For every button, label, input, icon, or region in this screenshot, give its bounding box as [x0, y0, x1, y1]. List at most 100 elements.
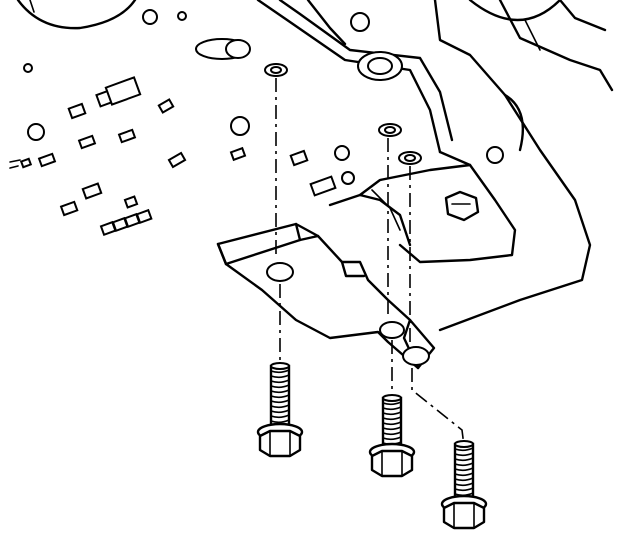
case-bolt-hole-2-inner: [384, 126, 396, 134]
case-top-curve: [16, 0, 137, 30]
bolt-thread: [382, 416, 402, 421]
bracket-edge-left: [216, 242, 228, 266]
case-rim: [256, 0, 442, 154]
bolt-thread: [270, 374, 290, 379]
bolt-thread: [270, 404, 290, 409]
case-web: [503, 93, 524, 152]
case-boss-inner: [367, 57, 393, 75]
bolt-tip: [454, 440, 474, 448]
bolt-thread: [270, 369, 290, 374]
bolt-thread: [382, 426, 402, 431]
bolt-thread: [270, 379, 290, 384]
bolt-tip: [270, 362, 290, 370]
case-pocket-top: [358, 163, 472, 197]
hex-boss: [444, 190, 480, 222]
bracket-step: [340, 260, 366, 278]
bracket-hole-3: [402, 346, 430, 366]
bolt-thread: [270, 389, 290, 394]
bolt-thread: [382, 411, 402, 416]
case-hole-tiny: [177, 11, 187, 21]
case-top-lip: [468, 0, 562, 22]
bolt-thread: [270, 419, 290, 424]
mounting-bracket: [216, 222, 436, 370]
hole-b: [27, 123, 45, 141]
alignment-line-3-lower: [411, 368, 465, 447]
rect-hole-13: [81, 182, 103, 200]
case-outer-wall: [433, 0, 592, 332]
edge-ticks: [9, 159, 21, 169]
case-right-edge: [498, 0, 614, 92]
case-bore-2: [486, 146, 504, 164]
bolt-thread: [454, 477, 474, 482]
bolt-thread: [382, 401, 402, 406]
bolt-right: [440, 440, 488, 530]
bolt-left: [256, 362, 304, 458]
case-hole-small: [142, 9, 158, 25]
rect-hole-3: [67, 102, 87, 120]
hole-a: [23, 63, 33, 73]
rect-hole-4: [157, 98, 175, 114]
bolt-hex-edges: [269, 430, 291, 457]
alignment-lines: [275, 78, 465, 447]
rect-hole-5: [77, 134, 97, 150]
bolt-thread: [382, 421, 402, 426]
bolt-thread: [454, 482, 474, 487]
bolt-hex-edges: [453, 502, 475, 529]
case-pocket: [398, 150, 517, 264]
hole-c: [230, 116, 250, 136]
bolt-thread: [382, 431, 402, 436]
bolt-thread: [454, 487, 474, 492]
bolt-thread: [454, 467, 474, 472]
case-bolt-hole-1-inner: [270, 66, 282, 74]
rect-hole-10: [229, 146, 247, 162]
bolts: [256, 362, 488, 530]
slot-oval-end: [225, 39, 251, 59]
rect-hole-7: [37, 152, 57, 168]
bolt-hex-edges: [381, 450, 403, 477]
case-tick: [29, 0, 35, 13]
bolt-thread: [270, 394, 290, 399]
bolt-thread: [382, 436, 402, 441]
case-bolt-hole-3-inner: [404, 154, 416, 162]
bolt-thread: [270, 384, 290, 389]
case-pocket-step: [371, 189, 401, 231]
bolt-shank: [453, 442, 475, 502]
bolt-thread: [454, 452, 474, 457]
rect-hole-6: [117, 128, 137, 144]
case-bore-1: [350, 12, 370, 32]
bracket-hole-2: [379, 321, 405, 339]
bolt-thread: [270, 399, 290, 404]
bolt-hex-head: [370, 449, 414, 478]
bolt-thread: [454, 447, 474, 452]
hole-d: [334, 145, 350, 161]
rect-hole-2: [104, 76, 142, 106]
case-bolt-holes: [264, 63, 422, 165]
bolt-tip: [382, 394, 402, 402]
case-rib: [306, 0, 347, 46]
rect-hole-9: [167, 151, 187, 169]
bolt-thread: [454, 472, 474, 477]
bolt-thread: [270, 409, 290, 414]
hole-e: [341, 171, 355, 185]
case-detail-line: [524, 19, 541, 51]
bracket-hole-1: [266, 262, 294, 282]
bolt-thread: [382, 406, 402, 411]
rect-hole-14: [59, 200, 79, 217]
rect-hole-8: [19, 157, 33, 169]
rect-hole-11: [289, 149, 309, 167]
bolt-thread: [454, 457, 474, 462]
rect-hole-19: [135, 208, 153, 225]
bracket-fold: [298, 234, 320, 242]
case-pocket-left: [328, 193, 412, 247]
transmission-case: [9, 0, 614, 332]
bolt-thread: [270, 414, 290, 419]
rect-hole-12: [309, 175, 337, 197]
bolt-hex-head: [442, 501, 486, 530]
rect-hole-15: [123, 195, 139, 209]
case-corner: [558, 0, 607, 32]
bolt-middle: [368, 394, 416, 478]
bolt-thread: [454, 462, 474, 467]
bolt-hex-head: [258, 429, 302, 458]
